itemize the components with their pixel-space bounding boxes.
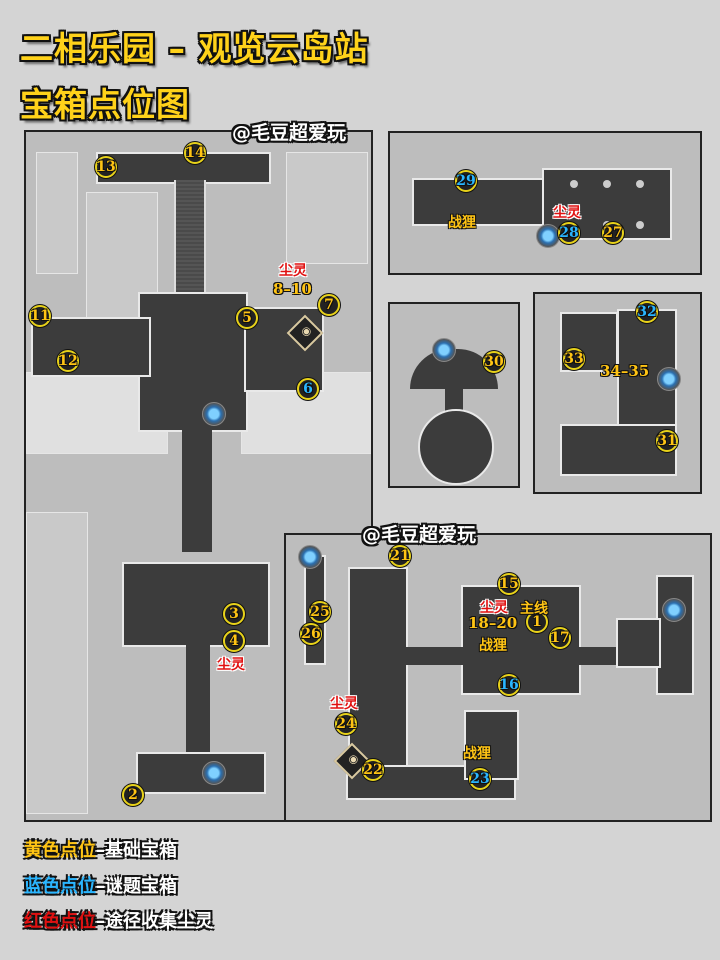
legend-key: 红色点位 [24,911,96,932]
legend-value: –途径收集尘灵 [96,911,213,932]
chest-pin-28[interactable]: 28 [558,222,580,244]
corner-map-panel [533,292,702,494]
teleport-icon[interactable] [536,224,560,248]
zhanli-label: 战狸 [448,215,476,231]
chest-pin-17[interactable]: 17 [549,627,571,649]
watermark-top: @毛豆超爱玩 [232,122,347,144]
chest-pin-7[interactable]: 7 [318,294,340,316]
legend-key: 黄色点位 [24,840,96,861]
teleport-icon[interactable] [202,402,226,426]
legend-key: 蓝色点位 [24,876,96,897]
chest-pin-13[interactable]: 13 [95,156,117,178]
chest-pin-31[interactable]: 31 [656,430,678,452]
bottom-map-panel [284,533,712,822]
page-title: 二相乐园 – 观览云岛站 [20,29,369,68]
chest-pin-30[interactable]: 30 [483,351,505,373]
dust-label-4: 尘灵 [217,657,245,673]
chest-pin-21[interactable]: 21 [389,545,411,567]
chest-pin-2[interactable]: 2 [122,784,144,806]
dust-label-28: 尘灵 [553,205,581,221]
legend-basic: 黄色点位–基础宝箱 [24,836,177,862]
legend-value: –基础宝箱 [96,840,177,861]
legend-puzzle: 蓝色点位–谜题宝箱 [24,872,177,898]
teleport-icon[interactable] [657,367,681,391]
chest-pin-24[interactable]: 24 [335,713,357,735]
page-subtitle: 宝箱点位图 [20,85,190,124]
dust-label-8-10: 尘灵 [279,263,307,279]
chest-pin-3[interactable]: 3 [223,603,245,625]
chest-pin-16[interactable]: 16 [498,674,520,696]
chest-pin-26[interactable]: 26 [300,623,322,645]
chest-pin-4[interactable]: 4 [223,630,245,652]
legend-value: –谜题宝箱 [96,876,177,897]
chest-pin-12[interactable]: 12 [57,350,79,372]
chest-pin-5[interactable]: 5 [236,307,258,329]
dust-label-18-20: 尘灵 [480,600,508,616]
chest-pin-33[interactable]: 33 [563,348,585,370]
legend-dust: 红色点位–途径收集尘灵 [24,907,213,933]
teleport-icon[interactable] [202,761,226,785]
chest-pin-14[interactable]: 14 [184,142,206,164]
chest-pin-27[interactable]: 27 [602,222,624,244]
chest-pin-1[interactable]: 1 [526,611,548,633]
range-label-34-35: 34–35 [600,362,650,380]
range-label-8-10: 8–10 [273,280,312,298]
top-right-map-panel [388,131,702,275]
teleport-icon[interactable] [662,598,686,622]
teleport-icon[interactable] [298,545,322,569]
dust-label-24: 尘灵 [330,696,358,712]
chest-pin-32[interactable]: 32 [636,301,658,323]
range-label-18-20: 18–20 [468,614,518,632]
chest-pin-11[interactable]: 11 [29,305,51,327]
teleport-icon[interactable] [432,338,456,362]
watermark-bottom: @毛豆超爱玩 [362,524,477,546]
chest-pin-29[interactable]: 29 [455,170,477,192]
round-map-panel [388,302,520,488]
chest-pin-6[interactable]: 6 [297,378,319,400]
chest-pin-25[interactable]: 25 [309,601,331,623]
mainline-label: 主线 [520,601,548,617]
chest-pin-22[interactable]: 22 [362,759,384,781]
chest-pin-23[interactable]: 23 [469,768,491,790]
zhanli-label-23: 战狸 [463,746,491,762]
zhanli-label-19: 战狸 [479,638,507,654]
chest-pin-15[interactable]: 15 [498,573,520,595]
